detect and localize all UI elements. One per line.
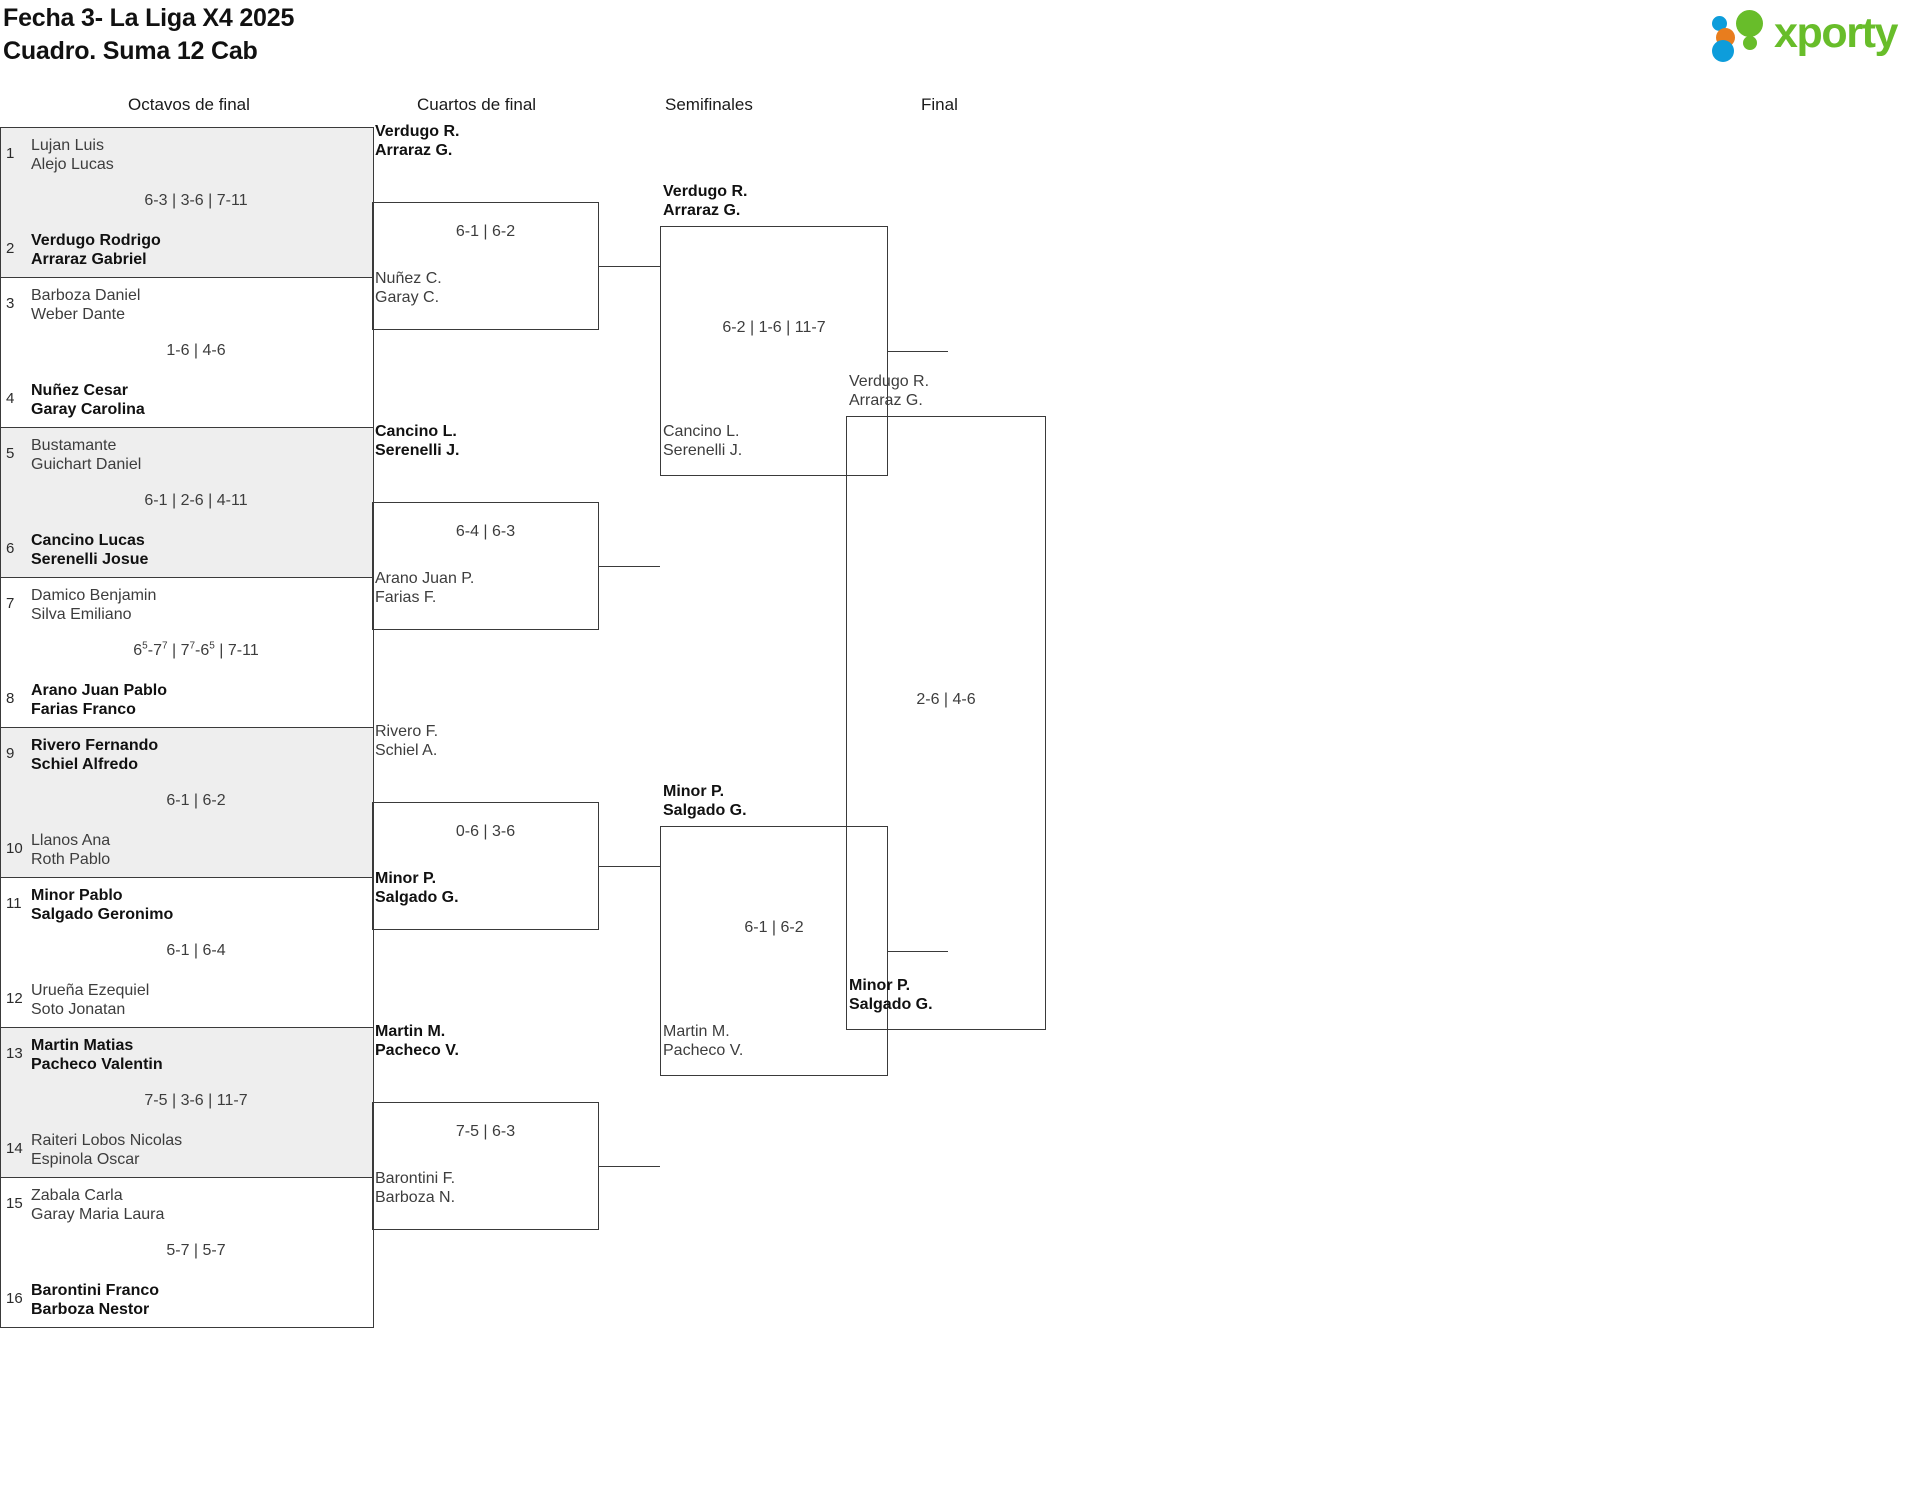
- r16-team-bottom: Nuñez Cesar Garay Carolina: [31, 382, 145, 418]
- qf-team-top: Cancino L. Serenelli J.: [375, 423, 460, 459]
- sf-connector: [888, 351, 948, 352]
- page-title: Fecha 3- La Liga X4 2025 Cuadro. Suma 12…: [3, 2, 294, 68]
- r16-team-top: Zabala Carla Garay Maria Laura: [31, 1187, 165, 1223]
- seed-number: 5: [6, 445, 15, 462]
- qf-team-top: Rivero F. Schiel A.: [375, 723, 439, 759]
- r16-score: 7-5 | 3-6 | 11-7: [144, 1092, 248, 1109]
- seed-number: 3: [6, 295, 15, 312]
- seed-number: 6: [6, 540, 15, 557]
- sf-bracket-box[interactable]: [660, 826, 888, 1076]
- round-header-octavos: Octavos de final: [128, 95, 250, 114]
- seed-number: 2: [6, 240, 15, 257]
- r16-team-bottom: Verdugo Rodrigo Arraraz Gabriel: [31, 232, 161, 268]
- qf-connector: [599, 866, 660, 867]
- seed-number: 11: [6, 895, 22, 912]
- sf-score: 6-2 | 1-6 | 11-7: [722, 319, 826, 336]
- qf-team-bottom: Barontini F. Barboza N.: [375, 1170, 456, 1206]
- seed-number: 1: [6, 145, 15, 162]
- r16-team-top: Lujan Luis Alejo Lucas: [31, 137, 114, 173]
- r16-team-bottom: Urueña Ezequiel Soto Jonatan: [31, 982, 150, 1018]
- r16-score: 6-1 | 6-4: [166, 942, 226, 959]
- r16-team-top: Martin Matias Pacheco Valentin: [31, 1037, 163, 1073]
- title-line-2: Cuadro. Suma 12 Cab: [3, 37, 258, 65]
- r16-score: 6-3 | 3-6 | 7-11: [144, 192, 248, 209]
- qf-score: 7-5 | 6-3: [455, 1123, 516, 1140]
- seed-number: 4: [6, 390, 15, 407]
- qf-score: 6-4 | 6-3: [455, 523, 516, 540]
- r16-team-top: Rivero Fernando Schiel Alfredo: [31, 737, 159, 773]
- round-header-final: Final: [921, 95, 958, 114]
- logo-wordmark: xporty: [1774, 9, 1898, 57]
- sf-team-top: Verdugo R. Arraraz G.: [663, 183, 748, 219]
- qf-score: 6-1 | 6-2: [455, 223, 516, 240]
- qf-bracket-box[interactable]: [372, 1102, 599, 1230]
- seed-number: 10: [6, 840, 23, 857]
- seed-number: 7: [6, 595, 15, 612]
- r16-score: 6-1 | 6-2: [166, 792, 226, 809]
- r16-team-top: Barboza Daniel Weber Dante: [31, 287, 141, 323]
- qf-score: 0-6 | 3-6: [455, 823, 516, 840]
- seed-number: 14: [6, 1140, 23, 1157]
- sf-bracket-box[interactable]: [660, 226, 888, 476]
- qf-connector: [599, 566, 660, 567]
- sf-score: 6-1 | 6-2: [744, 919, 804, 936]
- sf-connector: [888, 951, 948, 952]
- logo-dot-green-large: [1736, 10, 1763, 37]
- qf-bracket-box[interactable]: [372, 202, 599, 330]
- seed-number: 15: [6, 1195, 23, 1212]
- final-score: 2-6 | 4-6: [916, 691, 976, 708]
- logo-dot-blue-small: [1712, 16, 1727, 31]
- title-line-1: Fecha 3- La Liga X4 2025: [3, 4, 295, 32]
- qf-team-bottom: Arano Juan P. Farias F.: [375, 570, 475, 606]
- seed-number: 13: [6, 1045, 23, 1062]
- r16-team-bottom: Arano Juan Pablo Farias Franco: [31, 682, 168, 718]
- r16-score: 5-7 | 5-7: [166, 1242, 226, 1259]
- qf-team-bottom: Nuñez C. Garay C.: [375, 270, 442, 306]
- round-header-semis: Semifinales: [665, 95, 753, 114]
- logo-dot-green-small: [1743, 36, 1757, 50]
- sf-team-bottom: Cancino L. Serenelli J.: [663, 423, 743, 459]
- r16-team-top: Damico Benjamin Silva Emiliano: [31, 587, 157, 623]
- qf-team-top: Martin M. Pacheco V.: [375, 1023, 459, 1059]
- r16-team-bottom: Cancino Lucas Serenelli Josue: [31, 532, 149, 568]
- xporty-logo[interactable]: xporty: [1712, 8, 1912, 62]
- sf-team-top: Minor P. Salgado G.: [663, 783, 747, 819]
- qf-bracket-box[interactable]: [372, 502, 599, 630]
- final-team-bottom: Minor P. Salgado G.: [849, 977, 933, 1013]
- qf-bracket-box[interactable]: [372, 802, 599, 930]
- r16-score: 1-6 | 4-6: [166, 342, 226, 359]
- qf-connector: [599, 266, 660, 267]
- qf-team-top: Verdugo R. Arraraz G.: [375, 123, 460, 159]
- r16-score: 6-1 | 2-6 | 4-11: [144, 492, 248, 509]
- final-team-top: Verdugo R. Arraraz G.: [849, 373, 930, 409]
- r16-team-top: Minor Pablo Salgado Geronimo: [31, 887, 174, 923]
- r16-team-bottom: Raiteri Lobos Nicolas Espinola Oscar: [31, 1132, 183, 1168]
- r16-score: 65-77 | 77-65 | 7-11: [133, 640, 259, 659]
- seed-number: 16: [6, 1290, 23, 1307]
- round-header-cuartos: Cuartos de final: [417, 95, 537, 114]
- r16-team-bottom: Barontini Franco Barboza Nestor: [31, 1282, 160, 1318]
- qf-team-bottom: Minor P. Salgado G.: [375, 870, 459, 906]
- seed-number: 9: [6, 745, 15, 762]
- sf-team-bottom: Martin M. Pacheco V.: [663, 1023, 744, 1059]
- r16-team-bottom: Llanos Ana Roth Pablo: [31, 832, 111, 868]
- logo-dot-blue-large: [1712, 40, 1734, 62]
- seed-number: 8: [6, 690, 15, 707]
- qf-connector: [599, 1166, 660, 1167]
- seed-number: 12: [6, 990, 23, 1007]
- r16-team-top: Bustamante Guichart Daniel: [31, 437, 142, 473]
- final-bracket-box[interactable]: [846, 416, 1046, 1030]
